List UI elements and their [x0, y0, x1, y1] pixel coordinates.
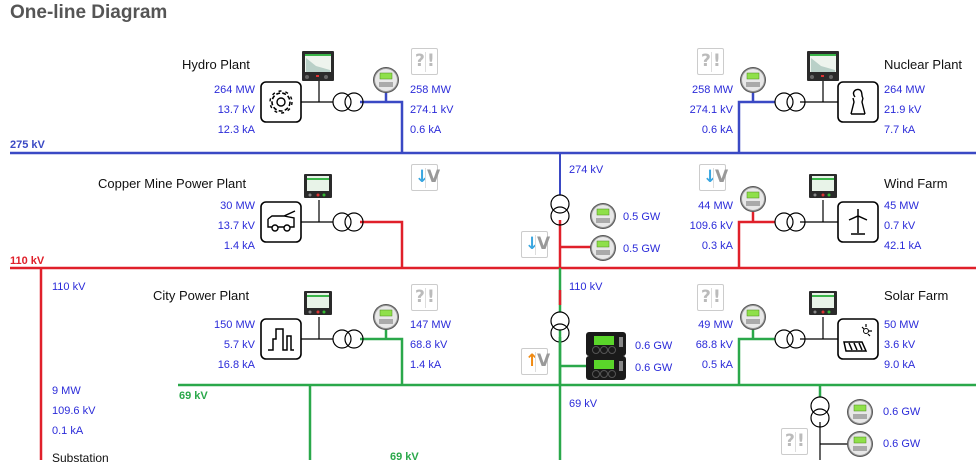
solar-farm-name[interactable]: Solar Farm	[884, 288, 949, 303]
voltage-high-badge[interactable]: ↑V	[521, 348, 550, 375]
wind-feeder-current: 0.3 kA	[701, 240, 733, 252]
substation-upper-voltage: 274 kV	[569, 164, 604, 176]
solar-feeder-voltage: 68.8 kV	[695, 339, 733, 351]
bus-69-label: 69 kV	[179, 390, 208, 402]
solar-feeder-current: 0.5 kA	[701, 359, 733, 371]
substation-upper-meter1: 0.5 GW	[623, 211, 661, 223]
copper-current: 1.4 kA	[223, 240, 255, 252]
hydro-power: 264 MW	[214, 84, 255, 96]
substation-lower-lv-voltage: 69 kV	[569, 398, 598, 410]
wind-power: 45 MW	[884, 200, 919, 212]
city-voltage: 5.7 kV	[223, 339, 255, 351]
substation-right-meter1: 0.6 GW	[883, 406, 921, 418]
copper-mine-circuit	[260, 174, 404, 268]
cooling-tower-icon	[850, 88, 866, 115]
voltage-low-badge[interactable]: ↓V	[699, 164, 728, 191]
substation-left-bus-voltage: 109.6 kV	[52, 405, 96, 417]
city-plant-circuit	[260, 291, 404, 385]
unknown-status-badge[interactable]: ?!	[697, 48, 724, 75]
nuclear-power: 264 MW	[884, 84, 925, 96]
wind-feeder-power: 44 MW	[698, 200, 733, 212]
bus-69-lower-label: 69 kV	[390, 451, 419, 463]
unknown-status-badge[interactable]: ?!	[781, 428, 808, 455]
substation-left-current: 0.1 kA	[52, 425, 84, 437]
substation-upper-meter2: 0.5 GW	[623, 243, 661, 255]
substation-right-meter2: 0.6 GW	[883, 438, 921, 450]
solar-voltage: 3.6 kV	[884, 339, 916, 351]
hydro-voltage: 13.7 kV	[217, 104, 255, 116]
solar-current: 9.0 kA	[884, 359, 916, 371]
wind-farm-circuit	[737, 174, 879, 268]
voltage-low-badge[interactable]: ↓V	[411, 164, 440, 191]
hydro-plant-name[interactable]: Hydro Plant	[182, 57, 250, 72]
nuclear-plant-circuit	[737, 51, 879, 153]
city-feeder-voltage: 68.8 kV	[410, 339, 448, 351]
page-title: One-line Diagram	[10, 2, 168, 23]
voltage-low-badge[interactable]: ↓V	[521, 231, 550, 258]
city-plant-name[interactable]: City Power Plant	[153, 288, 250, 303]
solar-farm-circuit	[737, 291, 879, 385]
copper-power: 30 MW	[220, 200, 255, 212]
solar-power: 50 MW	[884, 319, 919, 331]
solar-feeder-power: 49 MW	[698, 319, 733, 331]
mining-truck-icon	[267, 210, 296, 232]
bus-110-label: 110 kV	[10, 255, 45, 267]
nuclear-feeder-voltage: 274.1 kV	[689, 104, 733, 116]
city-current: 16.8 kA	[217, 359, 255, 371]
wind-farm-name[interactable]: Wind Farm	[884, 176, 948, 191]
hydro-feeder-current: 0.6 kA	[410, 124, 442, 136]
hydro-plant-circuit	[260, 51, 404, 153]
hydro-current: 12.3 kA	[217, 124, 255, 136]
substation-left-voltage: 110 kV	[52, 281, 86, 293]
substation-lower-hv-voltage: 110 kV	[569, 281, 603, 293]
copper-mine-name[interactable]: Copper Mine Power Plant	[98, 176, 247, 191]
bus-275-label: 275 kV	[10, 139, 45, 151]
city-feeder-power: 147 MW	[410, 319, 451, 331]
nuclear-feeder-power: 258 MW	[692, 84, 733, 96]
nuclear-current: 7.7 kA	[884, 124, 916, 136]
city-feeder-current: 1.4 kA	[410, 359, 442, 371]
city-power: 150 MW	[214, 319, 255, 331]
wind-current: 42.1 kA	[884, 240, 922, 252]
unknown-status-badge[interactable]: ?!	[697, 284, 724, 311]
substation-name[interactable]: Substation	[52, 451, 109, 465]
wind-turbine-icon	[848, 209, 868, 235]
solar-panel-icon	[843, 324, 872, 352]
nuclear-feeder-current: 0.6 kA	[701, 124, 733, 136]
unknown-status-badge[interactable]: ?!	[411, 48, 438, 75]
wind-feeder-voltage: 109.6 kV	[689, 220, 733, 232]
nuclear-plant-name[interactable]: Nuclear Plant	[884, 57, 963, 72]
city-skyline-icon	[268, 328, 294, 351]
gear-icon	[269, 90, 293, 114]
hydro-feeder-voltage: 274.1 kV	[410, 104, 454, 116]
unknown-status-badge[interactable]: ?!	[411, 284, 438, 311]
nuclear-voltage: 21.9 kV	[884, 104, 922, 116]
wind-voltage: 0.7 kV	[884, 220, 916, 232]
copper-voltage: 13.7 kV	[217, 220, 255, 232]
substation-lower-meter2: 0.6 GW	[635, 362, 673, 374]
hydro-feeder-power: 258 MW	[410, 84, 451, 96]
substation-left-power: 9 MW	[52, 385, 81, 397]
substation-lower-meter1: 0.6 GW	[635, 340, 673, 352]
